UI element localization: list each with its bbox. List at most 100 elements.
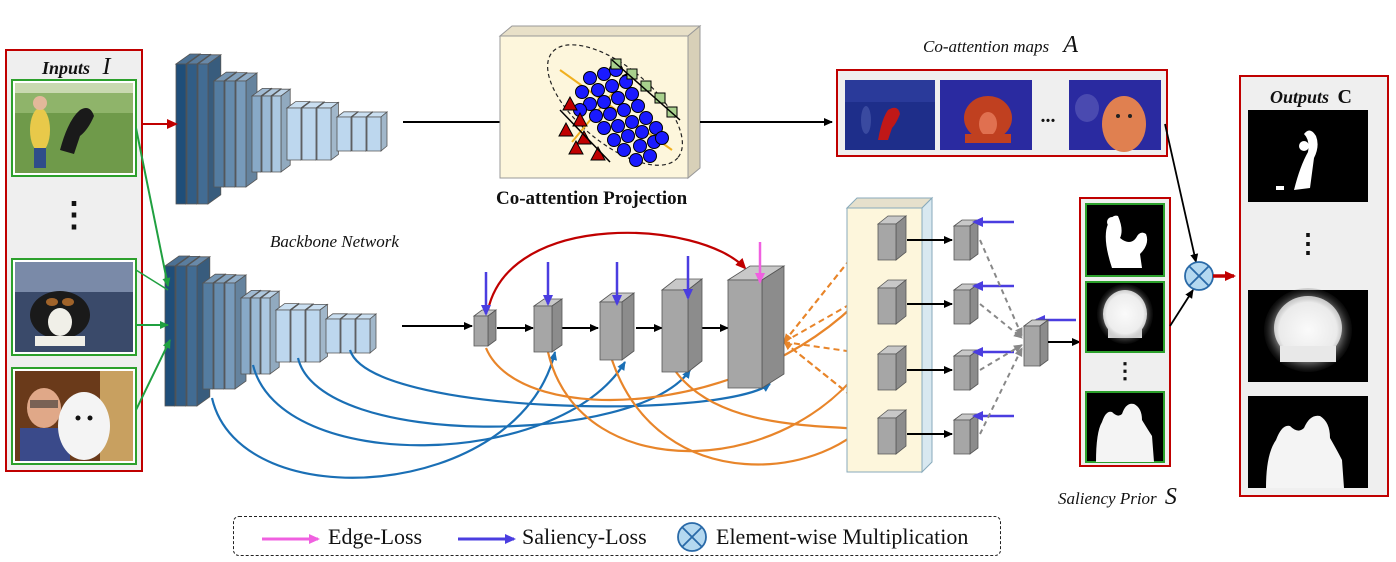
- proj-blue-point-16: [611, 119, 625, 133]
- inputs-var: I: [102, 54, 111, 80]
- top-encoder-cubes: [174, 53, 389, 205]
- proj-blue-point-24: [633, 139, 647, 153]
- proj-blue-point-9: [611, 91, 625, 105]
- inputs-panel: ⋮: [5, 49, 143, 472]
- proj-blue-point-27: [643, 149, 657, 163]
- element-wise-multiply-node: [1164, 123, 1236, 327]
- proj-blue-point-4: [591, 83, 605, 97]
- input-to-encoder-arrows: [135, 119, 178, 411]
- proj-blue-point-14: [631, 99, 645, 113]
- saliency-map-1: [1085, 203, 1165, 277]
- proj-blue-point-2: [597, 67, 611, 81]
- proj-divider-1: [611, 59, 681, 121]
- backbone-network-cubes: [163, 255, 378, 407]
- fusion-blocks: [876, 215, 908, 455]
- saliency-var: S: [1164, 484, 1177, 510]
- refine-block-4: [952, 413, 980, 455]
- saliency-map-3: [1085, 391, 1165, 463]
- outputs-var: C: [1337, 86, 1352, 108]
- proj-blue-point-17: [625, 115, 639, 129]
- refine-block-1: [952, 219, 980, 261]
- saliency-prior-title: Saliency Prior S: [1058, 484, 1177, 511]
- proj-blue-point-5: [605, 79, 619, 93]
- backbone-slab-12: [304, 303, 329, 363]
- proj-blue-point-18: [639, 111, 653, 125]
- output-map-2: [1248, 288, 1368, 382]
- proj-red-point-1: [562, 95, 578, 111]
- merge-block: [1022, 319, 1050, 367]
- proj-blue-point-11: [589, 109, 603, 123]
- proj-red-point-2: [572, 111, 588, 127]
- input-image-1: [11, 79, 137, 177]
- refine-to-merge-dashed: [979, 239, 1023, 435]
- outputs-title: Outputs C: [1270, 86, 1352, 109]
- fusion-to-refine-arrows: [907, 236, 953, 438]
- fusion-block-3: [876, 345, 908, 391]
- proj-blue-point-8: [597, 95, 611, 109]
- coattention-projection-box: [498, 24, 702, 180]
- proj-blue-point-30: [655, 131, 669, 145]
- coattention-var: A: [1063, 32, 1079, 58]
- proj-blue-point-20: [621, 129, 635, 143]
- fusion-block-4: [876, 409, 908, 455]
- proj-blue-point-3: [575, 85, 589, 99]
- proj-red-point-6: [568, 139, 584, 155]
- input-image-2: [11, 258, 137, 356]
- proj-red-point-3: [558, 121, 574, 137]
- saliency-ellipsis: ⋮: [1114, 358, 1136, 383]
- legend: [262, 522, 707, 552]
- backbone-slab-15: [354, 313, 378, 354]
- proj-blue-point-21: [635, 125, 649, 139]
- decoder-horizontal-arrows: [402, 322, 729, 332]
- inputs-ellipsis: ⋮: [57, 197, 91, 234]
- refine-block-3: [952, 349, 980, 391]
- decoder-block-1: [472, 309, 498, 347]
- inputs-title-text: Inputs: [42, 58, 91, 78]
- coattention-map-3: [1069, 80, 1161, 152]
- outputs-ellipsis: ⋮: [1295, 229, 1321, 258]
- legend-multiplication: Element-wise Multiplication: [716, 524, 969, 549]
- proj-blue-point-13: [617, 103, 631, 117]
- decoder-saliency-loss-arrows: [481, 256, 693, 316]
- proj-blue-point-1: [583, 71, 597, 85]
- merge-block-cube: [1022, 319, 1050, 367]
- refine-blocks: [952, 219, 980, 455]
- outputs-panel: ⋮: [1239, 75, 1389, 497]
- top-encoder-slab-12: [315, 101, 340, 161]
- proj-red-point-4: [576, 129, 592, 145]
- refine-block-2: [952, 283, 980, 325]
- proj-blue-point-12: [603, 107, 617, 121]
- proj-divider-2: [559, 109, 611, 163]
- legend-box: [233, 516, 1001, 556]
- decoder-blocks: [472, 265, 786, 389]
- proj-blue-point-15: [597, 121, 611, 135]
- coattention-ellipsis: ...: [1041, 105, 1056, 127]
- refine-saliency-loss-arrows: [972, 217, 1076, 421]
- outputs-title-text: Outputs: [1270, 87, 1330, 107]
- decoder-block-2: [532, 298, 564, 353]
- coattention-title: Co-attention maps A: [923, 32, 1078, 59]
- coattention-map-2: [940, 80, 1032, 150]
- saliency-map-2: [1085, 281, 1165, 353]
- proj-blue-point-10: [625, 87, 639, 101]
- coattention-maps-panel: ...: [836, 69, 1168, 157]
- coattention-title-text: Co-attention maps: [923, 37, 1050, 56]
- inputs-title: Inputs I: [42, 54, 111, 81]
- projection-label: Co-attention Projection: [496, 188, 688, 209]
- coattention-map-1: [845, 80, 935, 150]
- output-map-1: [1248, 110, 1368, 202]
- top-encoder-slab-15: [365, 111, 389, 152]
- backbone-label: Backbone Network: [270, 232, 399, 251]
- saliency-title-text: Saliency Prior: [1058, 489, 1157, 508]
- multiply-legend-icon: [677, 522, 707, 552]
- first-to-last-curve: [486, 231, 747, 311]
- fusion-block-1: [876, 215, 908, 261]
- output-map-3: [1248, 396, 1368, 488]
- fusion-block-2: [876, 279, 908, 325]
- decoder-block-4: [660, 278, 704, 373]
- proj-blue-point-26: [629, 153, 643, 167]
- legend-edge-loss: Edge-Loss: [328, 524, 423, 549]
- decoder-block-3: [598, 292, 636, 361]
- input-image-3: [11, 367, 137, 465]
- legend-saliency-loss: Saliency-Loss: [522, 524, 647, 549]
